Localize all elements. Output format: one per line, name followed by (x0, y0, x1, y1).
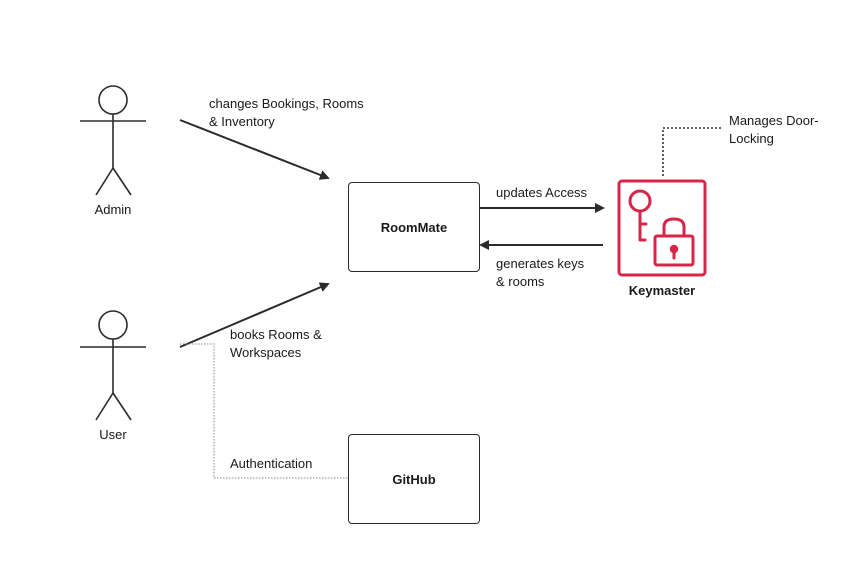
keymaster-note-line2: Locking (729, 131, 774, 146)
user-actor-icon[interactable] (80, 310, 146, 421)
github-box[interactable]: GitHub (348, 434, 480, 524)
keymaster-note-connector (662, 127, 722, 176)
github-label: GitHub (392, 471, 436, 487)
keymaster-label: Keymaster (628, 283, 696, 298)
keymaster-note-line1: Manages Door- (729, 113, 819, 128)
roommate-label: RoomMate (380, 219, 448, 235)
user-edge-label-line2: Workspaces (230, 345, 302, 360)
admin-label: Admin (94, 202, 132, 217)
generates-keys-label-line2: & rooms (496, 274, 545, 289)
user-to-github-connector[interactable] (180, 343, 349, 479)
updates-access-label: updates Access (496, 185, 588, 200)
admin-edge-label-line2: & Inventory (209, 114, 275, 129)
admin-actor-icon[interactable] (80, 85, 146, 196)
admin-to-roommate-arrow[interactable] (179, 119, 330, 180)
roommate-box[interactable]: RoomMate (348, 182, 480, 272)
user-label: User (99, 427, 127, 442)
generates-keys-label-line1: generates keys (496, 256, 585, 271)
admin-edge-label-line1: changes Bookings, Rooms (209, 96, 364, 111)
user-to-roommate-arrow[interactable] (179, 282, 330, 348)
key-lock-icon[interactable] (617, 179, 707, 277)
user-edge-label-line1: books Rooms & (230, 327, 322, 342)
authentication-label: Authentication (230, 456, 313, 471)
